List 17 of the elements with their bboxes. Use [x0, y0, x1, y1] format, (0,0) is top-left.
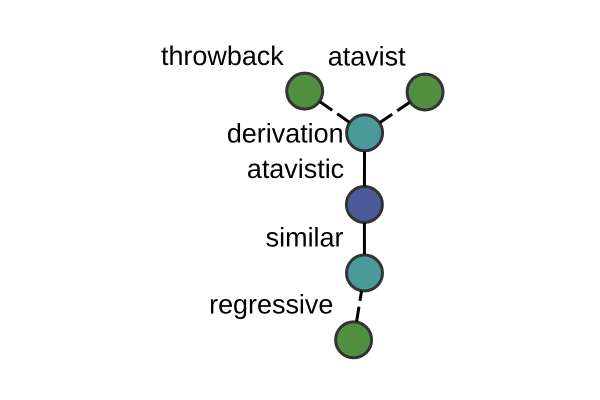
- node-label: derivation: [226, 118, 344, 148]
- node-label: atavist: [327, 41, 406, 72]
- connector: [362, 151, 366, 186]
- node-circle: [344, 253, 384, 292]
- node-circle: [284, 71, 324, 110]
- connector: [378, 100, 410, 124]
- node-label: atavistic: [246, 154, 344, 184]
- node-circle: [344, 112, 384, 152]
- node-circle: [344, 184, 384, 224]
- connector: [354, 290, 363, 322]
- node-label: similar: [265, 222, 344, 252]
- node-circle: [334, 320, 373, 359]
- connector: [318, 100, 350, 124]
- node-label: throwback: [160, 40, 284, 70]
- node-label: regressive: [208, 288, 333, 319]
- connector: [362, 222, 366, 254]
- node-circle: [405, 72, 444, 111]
